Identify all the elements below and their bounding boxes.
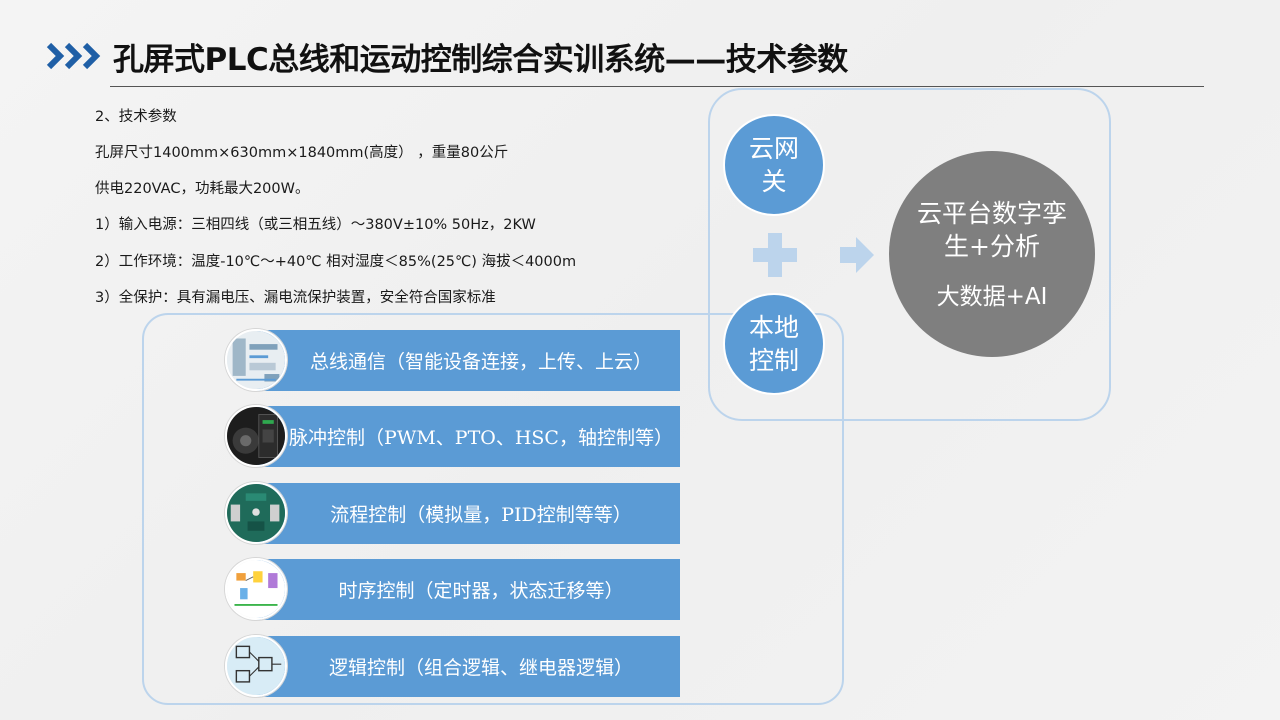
cloud-platform-circle: 云平台数字孪生+分析 大数据+AI	[889, 151, 1095, 357]
cloud-platform-label: 云平台数字孪生+分析	[917, 199, 1068, 261]
feature-timing-control: 时序控制（定时器，状态迁移等）	[256, 559, 680, 620]
timing-control-thumbnail	[225, 558, 287, 620]
local-control-circle: 本地控制	[723, 293, 825, 395]
spec-size: 孔屏尺寸1400mm×630mm×1840mm(高度） ，重量80公斤	[95, 145, 509, 161]
feature-bus-communication: 总线通信（智能设备连接，上传、上云）	[256, 330, 680, 391]
cloud-gateway-circle: 云网关	[723, 114, 825, 216]
cloud-diagram-frame	[708, 88, 1111, 421]
logic-control-thumbnail	[225, 635, 287, 697]
process-control-thumbnail	[225, 482, 287, 544]
pulse-control-thumbnail	[225, 405, 287, 467]
spec-power-supply: 供电220VAC，功耗最大200W。	[95, 181, 310, 197]
big-data-label: 大数据+AI	[936, 284, 1048, 310]
spec-input-power: 1）输入电源：三相四线（或三相五线）～380V±10% 50Hz，2KW	[95, 217, 536, 233]
feature-logic-control: 逻辑控制（组合逻辑、继电器逻辑）	[256, 636, 680, 697]
triple-chevron-icon	[46, 42, 101, 70]
bus-communication-thumbnail	[225, 329, 287, 391]
arrow-right-icon	[840, 237, 874, 273]
feature-process-control: 流程控制（模拟量，PID控制等等）	[256, 483, 680, 544]
title-divider	[110, 86, 1204, 87]
feature-pulse-control: 脉冲控制（PWM、PTO、HSC，轴控制等）	[256, 406, 680, 467]
page-title: 孔屏式PLC总线和运动控制综合实训系统——技术参数	[113, 42, 848, 78]
specs-heading: 2、技术参数	[95, 109, 177, 125]
features-frame	[142, 313, 844, 705]
spec-protection: 3）全保护：具有漏电压、漏电流保护装置，安全符合国家标准	[95, 290, 496, 306]
spec-environment: 2）工作环境：温度-10℃～+40℃ 相对湿度＜85%(25℃) 海拔＜4000…	[95, 254, 577, 270]
plus-icon	[753, 233, 797, 277]
